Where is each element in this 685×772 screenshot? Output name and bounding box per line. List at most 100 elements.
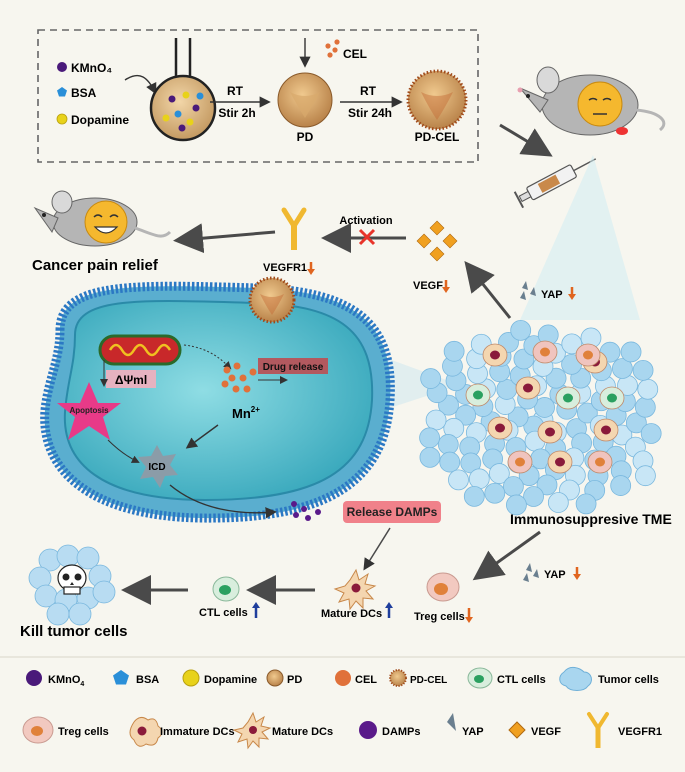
treg-cell <box>575 343 601 367</box>
tumor-cell <box>640 423 662 444</box>
ctl-cell-icon <box>212 576 240 602</box>
vegfr1-down-arrow <box>307 269 315 275</box>
yap-icon <box>520 281 536 300</box>
mouse-pain-icon <box>517 66 666 136</box>
step2-duration: Stir 24h <box>348 106 392 120</box>
dc-cell <box>547 450 573 474</box>
tumor-cell <box>419 446 441 468</box>
reagents-to-flask-arrow <box>124 74 157 95</box>
legend: KMnO4 BSA Dopamine PD CEL PD-CEL CTL cel… <box>22 666 662 750</box>
tumor-cell <box>419 427 440 449</box>
icd-to-damps-arrow <box>169 484 277 519</box>
to-syringe-arrow <box>499 123 553 157</box>
tumor-cell <box>76 546 100 570</box>
tumor-cell <box>468 468 490 490</box>
tumor-cell <box>510 319 532 341</box>
legend-bsa: BSA <box>136 674 159 686</box>
apoptosis-star-icon <box>57 382 121 440</box>
reagent-bsa: BSA <box>71 86 97 100</box>
cel-label: CEL <box>343 47 367 61</box>
legend-pd-icon <box>266 669 284 687</box>
activation-label: Activation <box>339 215 392 227</box>
blocked-x-icon <box>358 228 376 246</box>
tumor-cell <box>56 544 80 568</box>
legend-yap: YAP <box>462 726 484 738</box>
flask-icon <box>149 38 217 142</box>
legend-yap-icon <box>447 713 456 731</box>
tumor-cell <box>634 396 656 418</box>
legend-cel: CEL <box>355 674 377 686</box>
skull-icon <box>57 564 87 595</box>
tumor-cell <box>503 476 524 497</box>
treg-cell <box>507 450 533 474</box>
legend-vegfr1-icon <box>587 712 609 748</box>
tumor-cell <box>439 451 461 473</box>
tumor-cell <box>523 486 544 507</box>
yap-upper-down-arrow <box>568 294 576 300</box>
legend-bsa-icon <box>113 670 129 685</box>
pdcel-membrane-icon <box>248 276 296 324</box>
vegf-down-arrow <box>442 287 450 293</box>
synthesis-dashed-frame <box>37 29 479 163</box>
tumor-cell <box>425 409 447 431</box>
legend-immature-dc-icon <box>129 716 163 747</box>
yap-upper-label: YAP <box>541 289 563 301</box>
tumor-cell <box>611 358 633 379</box>
tumor-cell <box>463 485 485 507</box>
step2-temp: RT <box>360 84 377 98</box>
tumor-cell <box>545 367 567 389</box>
kmno4-dot-icon <box>57 62 67 72</box>
pdcel-nanoparticle-icon <box>406 69 468 131</box>
dpsi-label: ΔΨml <box>115 373 147 387</box>
tumor-cell <box>534 397 555 418</box>
legend-pdcel-icon <box>389 669 407 687</box>
legend-vegf-icon <box>508 721 526 739</box>
dead-tumor-cluster <box>28 544 116 626</box>
tumor-cell <box>437 434 459 455</box>
tme-label: Immunosuppresive TME <box>510 511 672 527</box>
treg-down-arrow <box>465 617 473 623</box>
synthesis-panel: KMnO₄ BSA Dopamine RT Stir 2h PD <box>37 29 479 163</box>
dopamine-dot-icon <box>56 113 68 125</box>
tumor-cell <box>46 602 70 626</box>
legend-mature-dc-icon <box>232 711 272 750</box>
tumor-cell <box>620 341 642 363</box>
cel-particles-icon <box>221 362 257 393</box>
tumor-cell <box>635 465 656 487</box>
tumor-cell <box>632 359 654 381</box>
ctl-cell <box>465 383 491 407</box>
mature-dcs-label: Mature DCs <box>321 608 382 620</box>
tumor-cell <box>420 368 442 389</box>
vegfr1-to-relief-arrow <box>173 223 276 254</box>
tumor-cell <box>506 494 527 516</box>
mature-dc-icon <box>333 568 377 611</box>
vegfr1-label: VEGFR1 <box>263 262 307 274</box>
legend-kmno4-icon <box>26 670 42 686</box>
legend-pd: PD <box>287 674 302 686</box>
tumor-cell <box>68 602 92 626</box>
yap-lower-label: YAP <box>544 569 566 581</box>
legend-tumor: Tumor cells <box>598 674 659 686</box>
damps-particles-icon <box>291 501 321 521</box>
ctl-cell <box>599 386 625 410</box>
kill-tumor-label: Kill tumor cells <box>20 623 128 640</box>
vegf-diamonds-icon <box>416 220 458 262</box>
legend-dopamine: Dopamine <box>204 674 257 686</box>
legend-pdcel: PD-CEL <box>410 675 447 686</box>
legend-damps: DAMPs <box>382 726 421 738</box>
reagent-dopamine: Dopamine <box>71 113 129 127</box>
legend-damps-icon <box>359 721 377 739</box>
drug-release-badge <box>258 358 328 374</box>
step1-temp: RT <box>227 84 244 98</box>
tumor-cell <box>536 474 558 496</box>
tumor-cell <box>637 378 659 400</box>
legend-vegfr1: VEGFR1 <box>618 726 662 738</box>
tumor-cell <box>443 340 465 362</box>
tumor-cell <box>610 475 632 496</box>
mature-dc-up-arrow <box>385 602 393 608</box>
legend-mature-dcs: Mature DCs <box>272 726 333 738</box>
legend-treg: Treg cells <box>58 726 109 738</box>
release-damps-label: Release DAMPs <box>347 505 438 519</box>
